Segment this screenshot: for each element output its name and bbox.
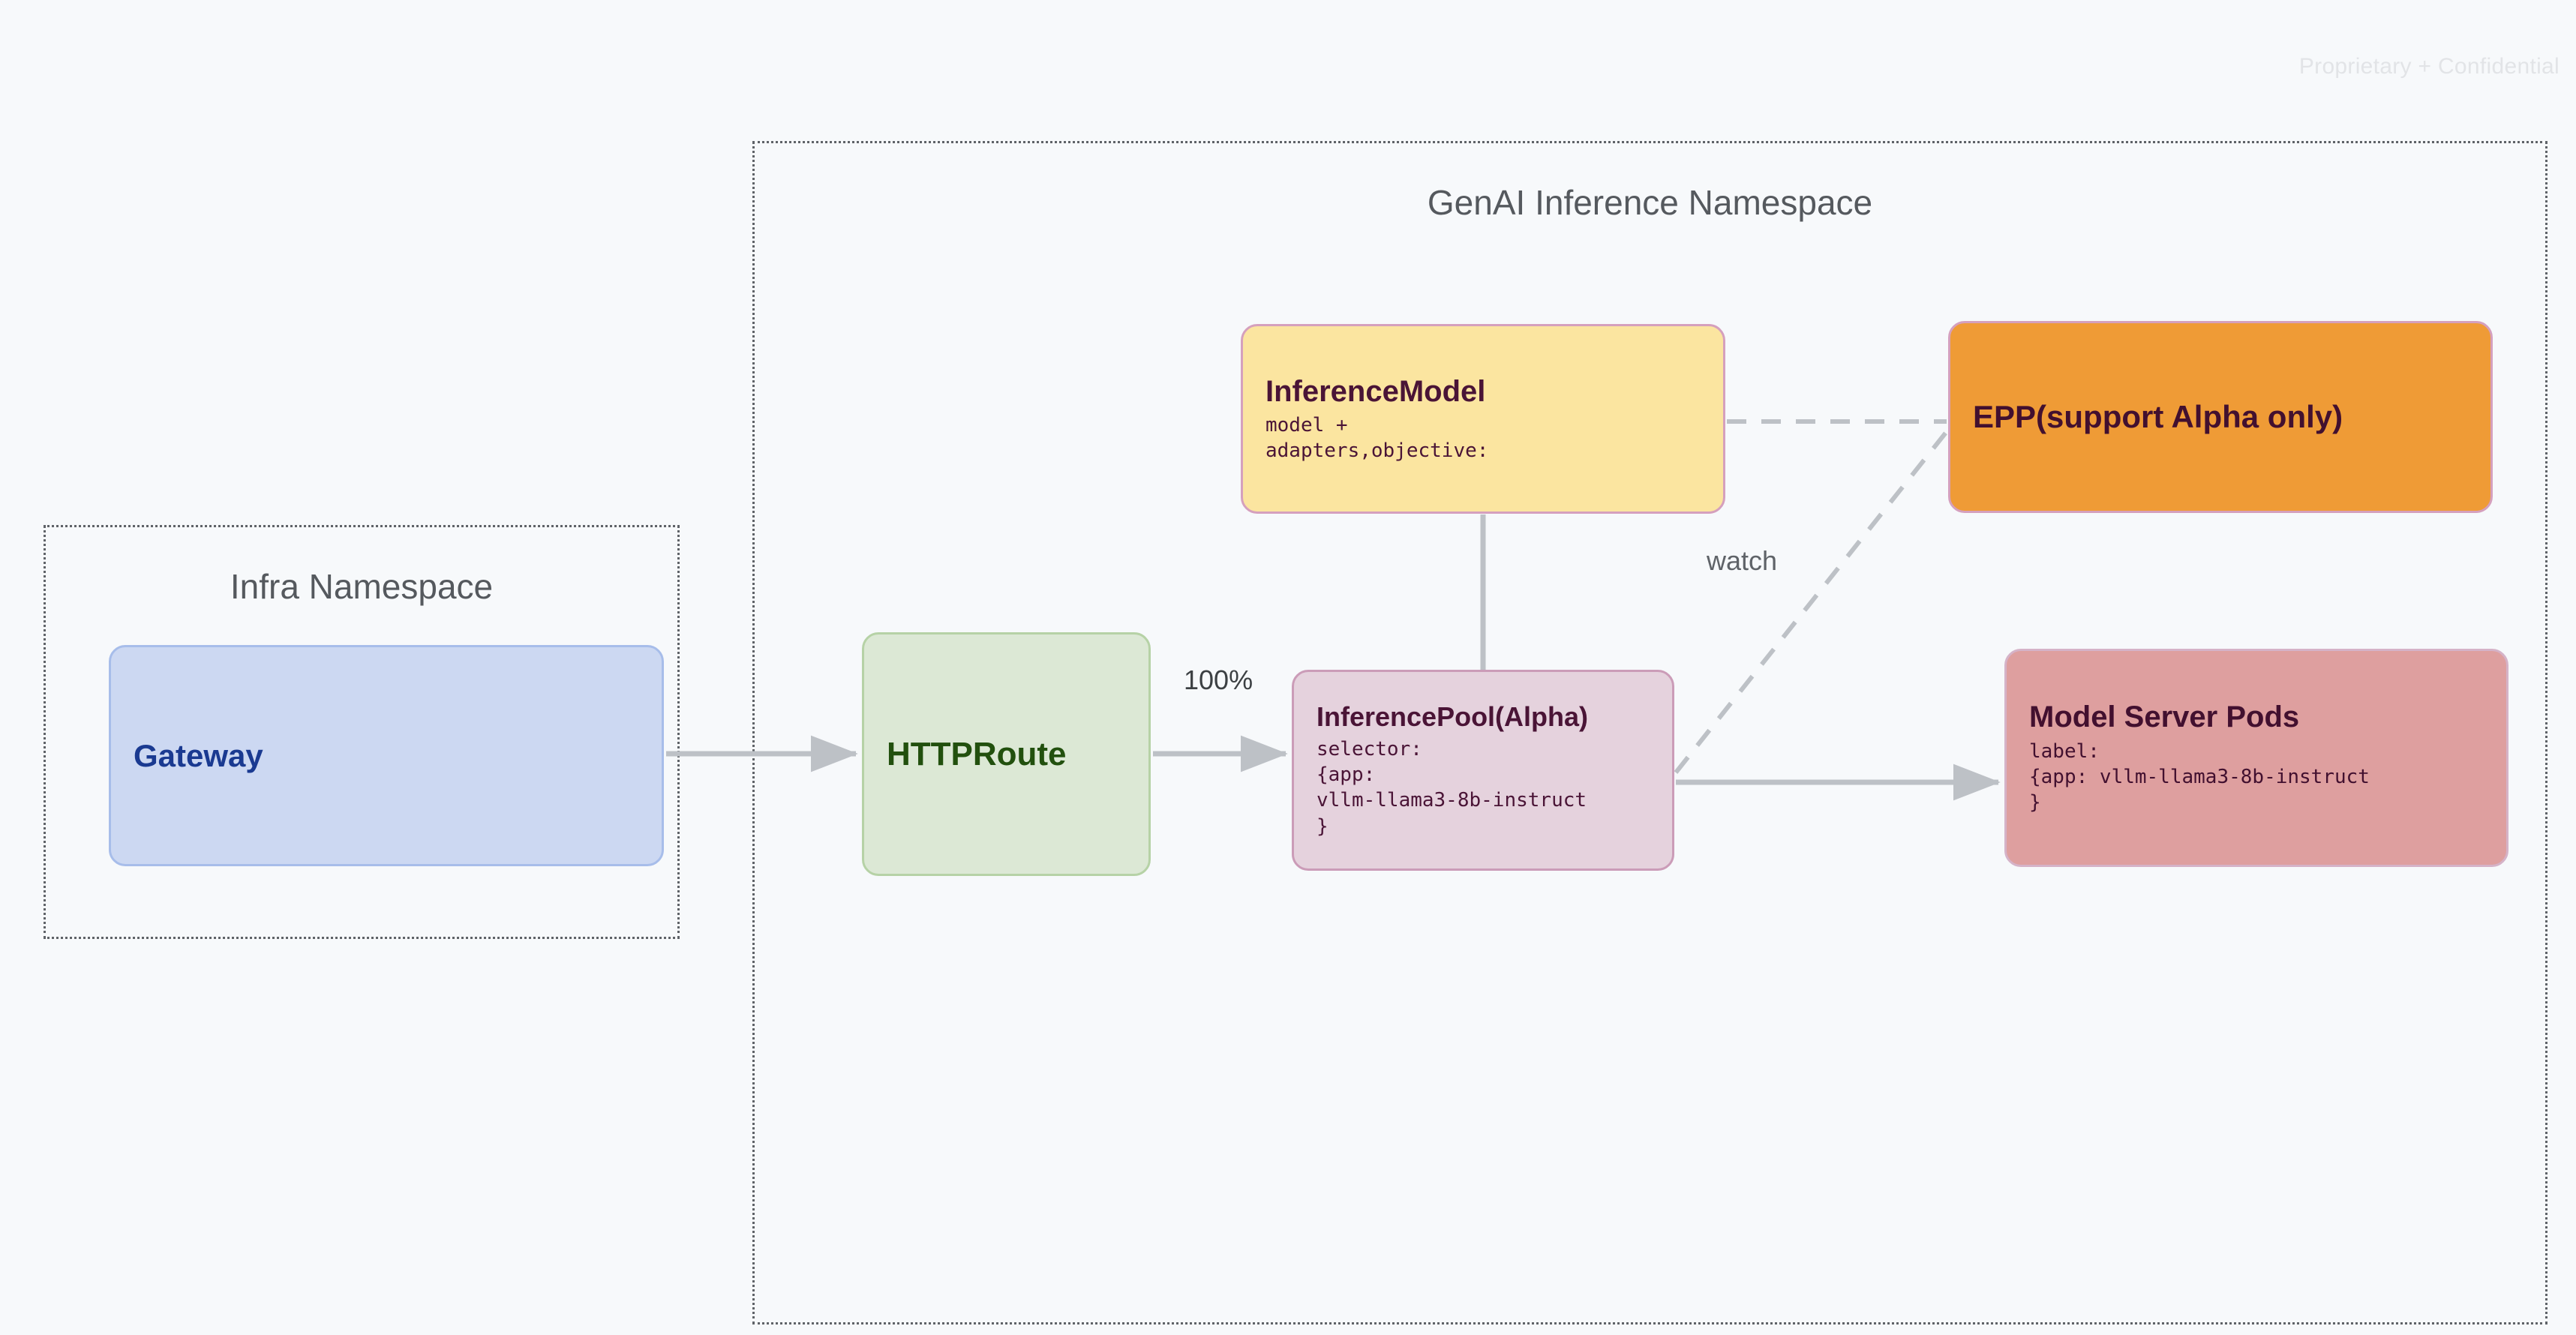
namespace-genai-label: GenAI Inference Namespace (1427, 183, 1873, 222)
confidentiality-watermark: Proprietary + Confidential (2298, 54, 2559, 79)
node-httproute[interactable]: HTTPRoute (862, 632, 1151, 876)
edge-label-traffic-weight: 100% (1184, 664, 1253, 695)
node-modelserverpods-title: Model Server Pods (2029, 700, 2300, 734)
node-httproute-title: HTTPRoute (887, 735, 1067, 772)
namespace-infra (44, 525, 680, 939)
node-inferencemodel-title: InferenceModel (1265, 374, 1486, 408)
node-modelserverpods[interactable]: Model Server Pods label: {app: vllm-llam… (2004, 649, 2508, 867)
node-inferencemodel-spec: model + adapters,objective: (1265, 413, 1489, 463)
node-inferencemodel[interactable]: InferenceModel model + adapters,objectiv… (1241, 324, 1725, 514)
namespace-genai (752, 141, 2547, 1324)
node-gateway[interactable]: Gateway (109, 645, 664, 866)
node-inferencepool-spec: selector: {app: vllm-llama3-8b-instruct … (1317, 737, 1587, 838)
node-inferencepool-title: InferencePool(Alpha) (1317, 701, 1589, 733)
edge-label-watch: watch (1707, 545, 1778, 576)
node-inferencepool[interactable]: InferencePool(Alpha) selector: {app: vll… (1292, 670, 1674, 871)
node-epp[interactable]: EPP(support Alpha only) (1948, 321, 2493, 513)
node-epp-title: EPP(support Alpha only) (1973, 399, 2343, 435)
node-gateway-title: Gateway (134, 737, 263, 773)
namespace-infra-label: Infra Namespace (230, 567, 494, 606)
node-modelserverpods-spec: label: {app: vllm-llama3-8b-instruct } (2029, 740, 2370, 814)
